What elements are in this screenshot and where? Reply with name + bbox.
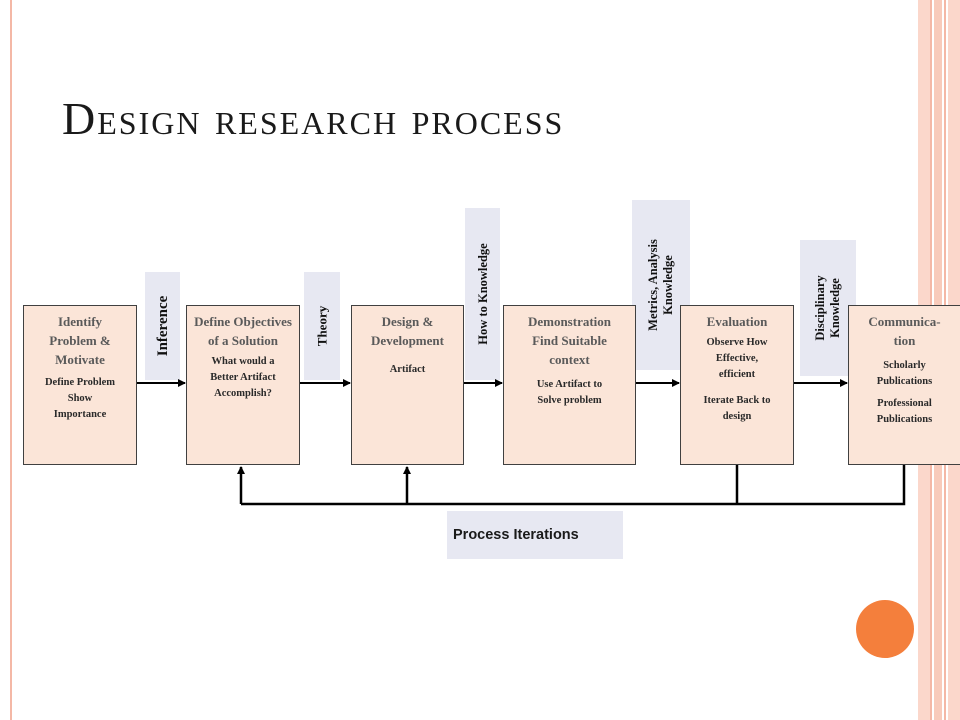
- step-define-objectives: Define Objectives of a Solution What wou…: [186, 305, 300, 465]
- step-demonstration: Demonstration Find Suitable context Use …: [503, 305, 636, 465]
- step-heading: Communica- tion: [868, 314, 941, 348]
- step-design-development: Design & Development Artifact: [351, 305, 464, 465]
- iteration-loop-line: [241, 465, 906, 506]
- step-heading: Identify Problem & Motivate: [49, 314, 111, 367]
- step-heading: Design & Development: [371, 314, 444, 348]
- transition-label-inference: Inference: [145, 272, 180, 380]
- step-heading: Define Objectives of a Solution: [194, 314, 292, 348]
- step-heading: Demonstration Find Suitable context: [527, 314, 612, 367]
- step-heading: Evaluation: [706, 314, 768, 329]
- step-detail: Artifact: [389, 364, 426, 375]
- page-title: Design research process: [62, 93, 565, 144]
- process-iterations-text: Process Iterations: [453, 527, 579, 543]
- transition-label-how-to-knowledge: How to Knowledge: [465, 208, 500, 380]
- process-iterations-label: Process Iterations: [447, 511, 623, 559]
- transition-label-theory: Theory: [304, 272, 340, 380]
- accent-circle: [856, 600, 914, 658]
- slide-left-border: [10, 0, 12, 720]
- step-identify-problem: Identify Problem & Motivate Define Probl…: [23, 305, 137, 465]
